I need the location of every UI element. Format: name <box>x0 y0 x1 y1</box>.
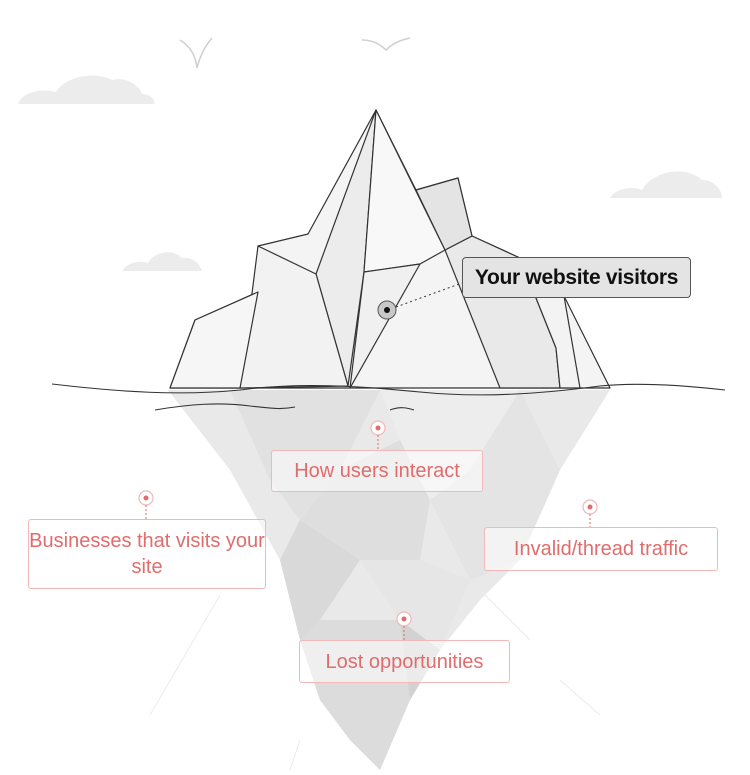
bird-icon <box>179 37 213 69</box>
label-how-users-interact: How users interact <box>271 450 483 492</box>
above-water-iceberg <box>169 109 611 389</box>
cloud-icon <box>610 171 722 198</box>
label-website-visitors: Your website visitors <box>462 257 691 298</box>
cloud-icon <box>122 252 202 271</box>
cloud-icon <box>18 75 155 104</box>
water-line <box>51 383 726 411</box>
label-invalid-traffic: Invalid/thread traffic <box>484 527 718 571</box>
label-lost-opportunities: Lost opportunities <box>299 640 510 683</box>
label-businesses-visiting: Businesses that visits your site <box>28 519 266 589</box>
location-pin-icon <box>377 300 397 320</box>
location-pin-icon <box>582 499 598 527</box>
location-pin-icon <box>138 490 154 519</box>
location-pin-icon <box>370 420 386 450</box>
location-pin-icon <box>396 611 412 640</box>
leader-line <box>395 282 463 308</box>
bird-icon <box>361 37 411 52</box>
